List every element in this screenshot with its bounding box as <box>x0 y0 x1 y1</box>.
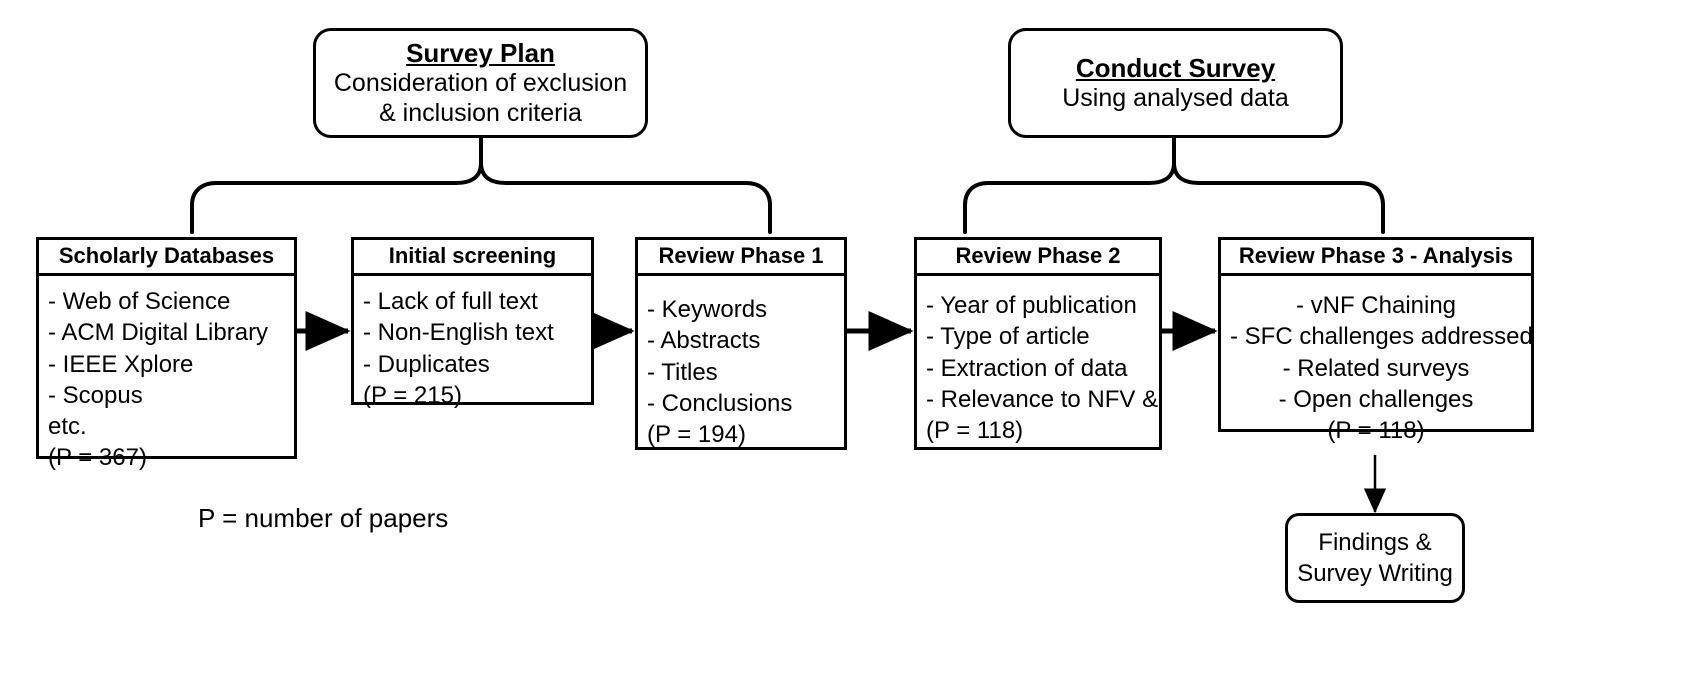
legend-paper-count: P = number of papers <box>198 503 449 533</box>
paper-count: (P = 194) <box>647 420 746 448</box>
list-item: - SFC challenges addressed <box>1230 323 1533 351</box>
phase-header-review-phase-2: Review Phase 2 <box>917 240 1159 277</box>
phase-box-review-phase-2[interactable]: Review Phase 2 - Year of publication - T… <box>914 237 1162 450</box>
phase-header-scholarly-databases: Scholarly Databases <box>39 240 294 277</box>
phase-body-review-phase-1: - Keywords - Abstracts - Titles - Conclu… <box>638 276 844 456</box>
phase-box-scholarly-databases[interactable]: Scholarly Databases - Web of Science - A… <box>36 237 297 471</box>
findings-survey-writing-box[interactable]: Findings & Survey Writing <box>1285 513 1465 603</box>
brace-conduct-survey <box>963 135 1385 234</box>
paper-count: (P = 367) <box>48 444 147 472</box>
list-item: - Relevance to NFV & <box>926 385 1159 413</box>
list-item: - Titles <box>647 358 718 386</box>
list-item: - Open challenges <box>1278 385 1474 413</box>
phase-body-review-phase-2: - Year of publication - Type of article … <box>917 276 1159 452</box>
list-item: - Duplicates <box>363 350 490 378</box>
conduct-survey-subtitle: Using analysed data <box>1062 84 1289 113</box>
list-item: - ACM Digital Library <box>48 319 269 347</box>
paper-count: (P = 118) <box>926 416 1024 444</box>
phase-header-review-phase-3-analysis: Review Phase 3 - Analysis <box>1221 240 1531 277</box>
paper-count: (P = 215) <box>363 381 462 409</box>
list-item: - Lack of full text <box>363 288 538 316</box>
list-item: - Keywords <box>647 296 768 324</box>
group-header-conduct-survey[interactable]: Conduct Survey Using analysed data <box>1008 28 1343 138</box>
findings-line-1: Findings & <box>1318 528 1432 556</box>
phase-body-initial-screening: - Lack of full text - Non-English text -… <box>354 276 591 417</box>
list-item: - vNF Chaining <box>1295 292 1457 320</box>
list-item: - Extraction of data <box>926 354 1128 382</box>
phase-box-initial-screening[interactable]: Initial screening - Lack of full text - … <box>351 237 594 409</box>
phase-header-review-phase-1: Review Phase 1 <box>638 240 844 277</box>
conduct-survey-title: Conduct Survey <box>1075 52 1276 83</box>
list-item: - Scopus <box>48 381 143 409</box>
list-item: - Abstracts <box>647 327 761 355</box>
survey-plan-title: Survey Plan <box>406 37 555 68</box>
phase-box-review-phase-3-analysis[interactable]: Review Phase 3 - Analysis - vNF Chaining… <box>1218 237 1534 444</box>
list-item: - Type of article <box>926 323 1090 351</box>
survey-plan-subtitle: Consideration of exclusion & inclusion c… <box>333 69 628 128</box>
phase-body-review-phase-3-analysis: - vNF Chaining - SFC challenges addresse… <box>1221 276 1533 452</box>
stray-dash-mark <box>1369 273 1383 276</box>
list-item: etc. <box>48 412 87 440</box>
group-header-survey-plan[interactable]: Survey Plan Consideration of exclusion &… <box>313 28 648 138</box>
list-item: - IEEE Xplore <box>48 350 194 378</box>
list-item: - Year of publication <box>926 292 1137 320</box>
phase-header-initial-screening: Initial screening <box>354 240 591 277</box>
list-item: - Related surveys <box>1282 354 1470 382</box>
phase-body-scholarly-databases: - Web of Science - ACM Digital Library -… <box>39 276 294 479</box>
paper-count: (P = 118) <box>1327 416 1425 444</box>
list-item: - Conclusions <box>647 389 793 417</box>
findings-line-2: Survey Writing <box>1297 560 1453 587</box>
phase-box-review-phase-1[interactable]: Review Phase 1 - Keywords - Abstracts - … <box>635 237 847 450</box>
brace-survey-plan <box>190 135 772 234</box>
list-item: - Non-English text <box>363 319 554 347</box>
list-item: - Web of Science <box>48 288 231 316</box>
